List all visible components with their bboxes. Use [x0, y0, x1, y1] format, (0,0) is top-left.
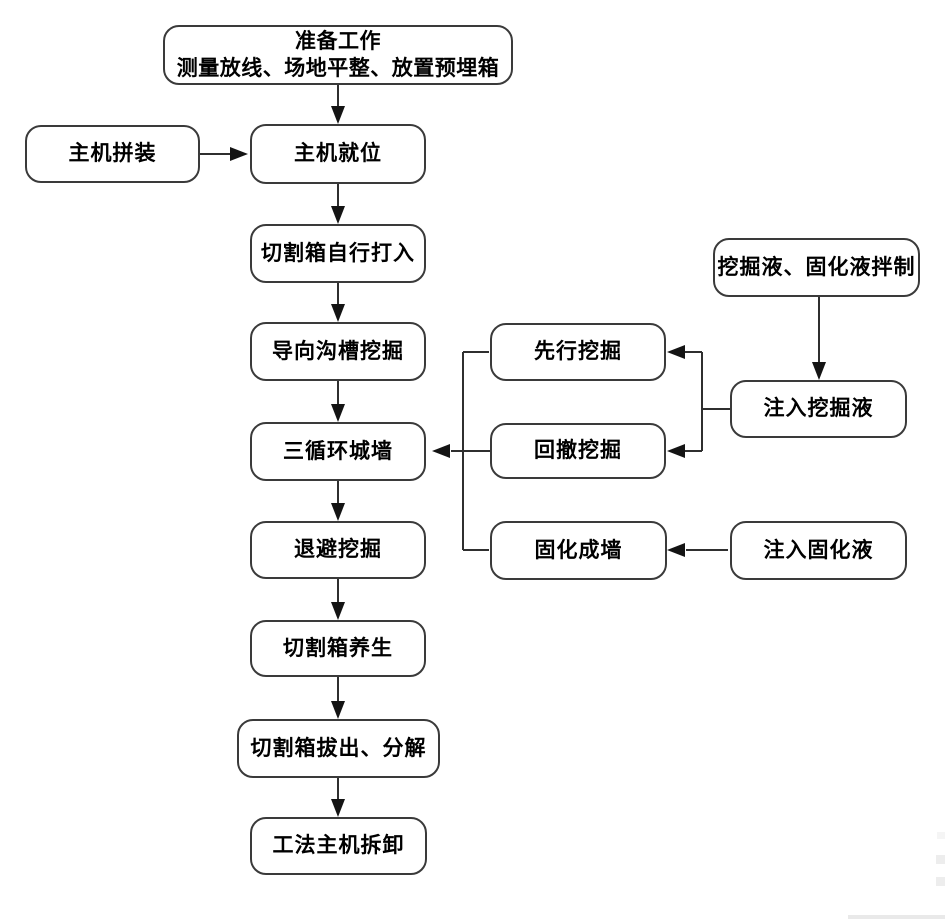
edge-host-assembly-to-host-positioning: [200, 147, 248, 161]
edge-cutting-box-pullout-to-host-dismantling: [331, 778, 345, 817]
node-solidify-into-wall: 固化成墙: [490, 521, 667, 580]
node-inject-solidifying-liquid-label: 注入固化液: [763, 537, 874, 562]
edge-cutting-box-driving-to-guide-trench: [331, 283, 345, 322]
node-cutting-box-pullout: 切割箱拔出、分解: [237, 719, 440, 778]
node-liquid-mixing: 挖掘液、固化液拌制: [713, 238, 920, 297]
node-inject-excavation-liquid: 注入挖掘液: [730, 380, 907, 438]
node-inject-solidifying-liquid: 注入固化液: [730, 521, 907, 580]
node-preparation: 准备工作 测量放线、场地平整、放置预埋箱: [163, 25, 513, 85]
node-three-cycle-wall: 三循环城墙: [250, 422, 426, 481]
node-solidify-into-wall-label: 固化成墙: [534, 537, 623, 562]
edge-group-bracket-to-three-cycle-wall: [432, 351, 490, 551]
edge-artifact-dash: [936, 855, 945, 864]
node-cutting-box-curing-label: 切割箱养生: [283, 635, 393, 660]
edge-retreat-excavation-to-cutting-box-curing: [331, 579, 345, 620]
node-guide-trench-excavation: 导向沟槽挖掘: [250, 322, 426, 381]
node-host-assembly: 主机拼装: [25, 125, 200, 183]
node-withdraw-excavation: 回撤挖掘: [490, 423, 666, 479]
edge-artifact-streak: [848, 915, 945, 919]
edge-host-positioning-to-cutting-box-driving: [331, 184, 345, 224]
node-retreat-excavation-label: 退避挖掘: [294, 537, 382, 562]
edge-inject-solidifying-liquid-to-solidify-wall: [667, 543, 728, 557]
node-host-dismantling-label: 工法主机拆卸: [272, 833, 405, 858]
edge-guide-trench-to-three-cycle-wall: [331, 381, 345, 422]
node-inject-excavation-liquid-label: 注入挖掘液: [763, 396, 874, 421]
node-preparation-title: 准备工作: [295, 28, 381, 53]
node-liquid-mixing-label: 挖掘液、固化液拌制: [717, 254, 916, 279]
node-host-dismantling: 工法主机拆卸: [250, 817, 427, 875]
node-withdraw-excavation-label: 回撤挖掘: [534, 438, 622, 463]
node-guide-trench-excavation-label: 导向沟槽挖掘: [272, 338, 404, 363]
node-advance-excavation: 先行挖掘: [490, 323, 666, 381]
node-host-assembly-label: 主机拼装: [68, 141, 157, 166]
edge-prep-to-host-positioning: [331, 85, 345, 124]
edge-artifact-dash: [937, 832, 945, 839]
edge-cutting-box-curing-to-cutting-box-pullout: [331, 677, 345, 719]
node-cutting-box-driving: 切割箱自行打入: [250, 224, 426, 283]
node-cutting-box-driving-label: 切割箱自行打入: [261, 240, 415, 265]
node-host-positioning-label: 主机就位: [294, 141, 382, 166]
node-preparation-subtitle: 测量放线、场地平整、放置预埋箱: [176, 56, 500, 80]
edge-three-cycle-wall-to-retreat-excavation: [331, 481, 345, 521]
edge-artifact-dash: [936, 877, 945, 886]
node-host-positioning: 主机就位: [250, 124, 426, 184]
node-cutting-box-curing: 切割箱养生: [250, 620, 426, 677]
edge-inject-excavation-liquid-split: [667, 345, 730, 458]
edge-liquid-mixing-to-inject-excavation-liquid: [812, 297, 826, 380]
node-retreat-excavation: 退避挖掘: [250, 521, 426, 579]
node-three-cycle-wall-label: 三循环城墙: [283, 438, 393, 463]
node-advance-excavation-label: 先行挖掘: [534, 339, 622, 364]
node-cutting-box-pullout-label: 切割箱拔出、分解: [250, 735, 427, 760]
